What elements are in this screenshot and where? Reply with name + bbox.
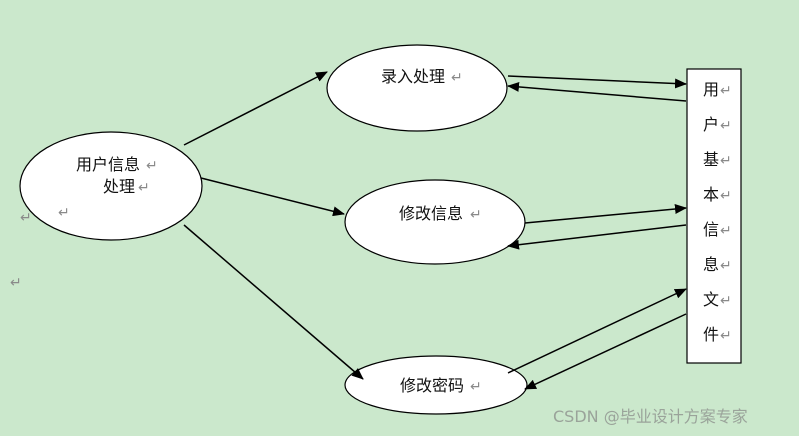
paragraph-mark: ↵ [451, 70, 463, 86]
arrow-user-info-to-modify-info [200, 177, 345, 217]
entry-process-label: 录入处理 [381, 67, 445, 86]
paragraph-mark: ↵ [470, 379, 482, 395]
arrow-modify-password-to-file [507, 288, 687, 374]
paragraph-mark: ↵ [720, 153, 732, 169]
paragraph-mark: ↵ [470, 207, 482, 223]
paragraph-mark: ↵ [720, 188, 732, 204]
paragraph-mark: ↵ [58, 205, 70, 221]
paragraph-mark: ↵ [10, 275, 22, 291]
user-info-process-node: 用户信息 ↵ 处理 ↵ ↵ [19, 131, 203, 241]
file-label-char: 本 [703, 185, 719, 204]
modify-info-process-label: 修改信息 [399, 204, 463, 223]
csdn-watermark: CSDN @毕业设计方案专家 [553, 407, 748, 426]
user-info-process-ellipse [19, 131, 203, 241]
paragraph-mark: ↵ [720, 328, 732, 344]
user-info-process-label-line1: 用户信息 [76, 155, 140, 174]
user-basic-info-file-node: 用 ↵ 户 ↵ 基 ↵ 本 ↵ 信 ↵ 息 ↵ 文 ↵ 件 ↵ [686, 68, 742, 364]
arrow-file-to-entry [507, 81, 687, 102]
paragraph-mark: ↵ [720, 258, 732, 274]
modify-info-process-ellipse [344, 179, 526, 265]
paragraph-mark: ↵ [146, 158, 158, 174]
modify-password-process-node: 修改密码 ↵ [344, 355, 528, 415]
user-basic-info-file-box [686, 68, 742, 364]
entry-process-ellipse [326, 44, 508, 132]
modify-password-process-label: 修改密码 [400, 376, 464, 395]
file-label-char: 用 [703, 80, 719, 99]
file-label-char: 户 [703, 115, 719, 134]
paragraph-mark: ↵ [720, 293, 732, 309]
file-label-char: 基 [703, 150, 719, 169]
arrow-modify-info-to-file [524, 204, 687, 224]
paragraph-mark: ↵ [720, 118, 732, 134]
paragraph-mark: ↵ [138, 180, 150, 196]
file-label-char: 文 [703, 290, 719, 309]
arrow-file-to-modify-password [524, 313, 687, 390]
paragraph-mark: ↵ [20, 210, 32, 226]
file-label-char: 息 [703, 255, 719, 274]
arrow-file-to-modify-info [507, 224, 687, 250]
user-info-process-label-line2: 处理 [103, 177, 135, 196]
arrow-user-info-to-modify-password [183, 224, 364, 380]
arrow-user-info-to-entry [183, 71, 328, 146]
file-label-char: 信 [703, 220, 719, 239]
modify-info-process-node: 修改信息 ↵ [344, 179, 526, 265]
entry-process-node: 录入处理 ↵ [326, 44, 508, 132]
paragraph-mark: ↵ [720, 223, 732, 239]
arrow-entry-to-file [507, 75, 687, 89]
paragraph-mark: ↵ [720, 83, 732, 99]
file-label-char: 件 [703, 325, 719, 344]
